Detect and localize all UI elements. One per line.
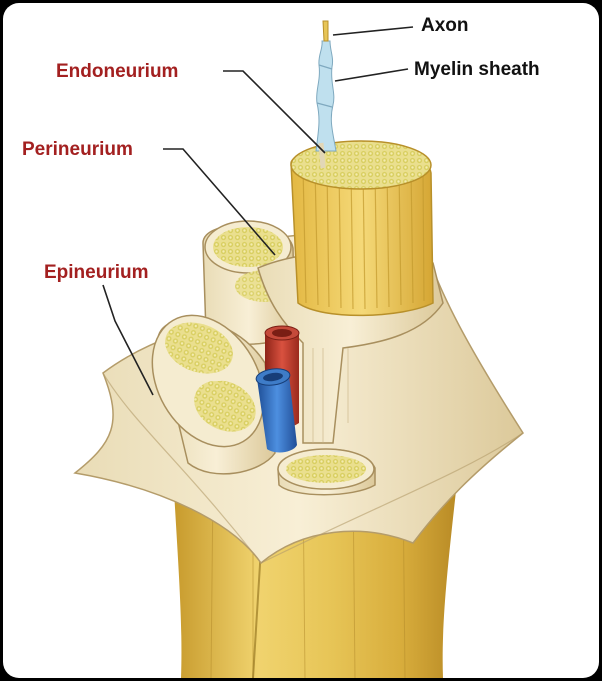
endoneurium-leader bbox=[223, 70, 326, 154]
perineurium-label: Perineurium bbox=[22, 139, 133, 160]
vein bbox=[257, 375, 297, 453]
endoneurium-label: Endoneurium bbox=[56, 61, 179, 82]
myelin-sheath bbox=[315, 40, 337, 152]
epineurium-label: Epineurium bbox=[44, 262, 149, 283]
endoneurium-strand bbox=[318, 142, 326, 169]
leader-lines bbox=[102, 26, 414, 396]
diagram-card: Axon Myelin sheath Endoneurium Perineuri… bbox=[3, 3, 599, 678]
axon-leader bbox=[332, 26, 414, 36]
nerve-illustration bbox=[73, 20, 524, 678]
axon bbox=[322, 20, 329, 42]
perineurium-leader bbox=[163, 148, 276, 256]
epineurium-leader bbox=[102, 284, 154, 396]
fiber-bundle-top bbox=[290, 140, 432, 190]
axon-label: Axon bbox=[421, 15, 469, 36]
myelin-leader bbox=[334, 68, 409, 82]
myelin-sheath-label: Myelin sheath bbox=[414, 59, 540, 80]
